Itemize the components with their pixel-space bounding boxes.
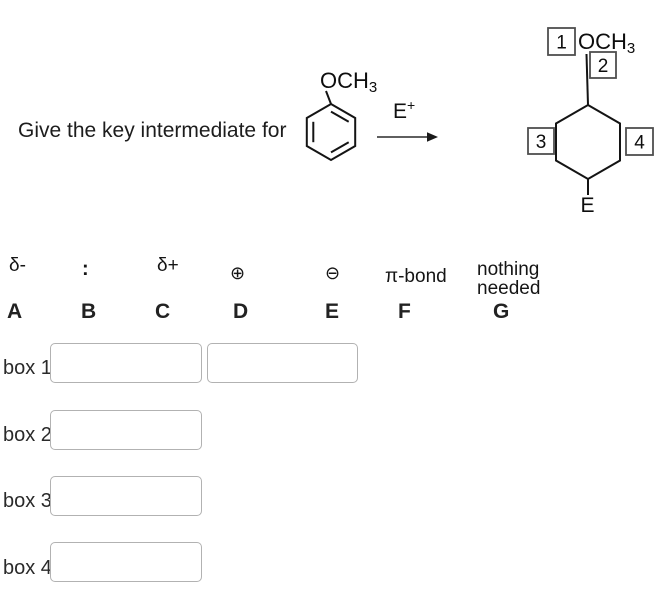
answer-input-box2[interactable] [50,410,202,450]
benzene-ring [305,102,357,162]
reactant-och3-label: OCH3 [320,68,377,96]
product-structure: 1 OCH3 2 3 4 E [527,27,654,216]
answer-input-box3[interactable] [50,476,202,516]
reactant-structure: OCH3 [305,68,377,162]
option-letter-d: D [233,300,249,323]
option-symbol-e: ⊖ [325,263,341,283]
option-letter-e: E [325,300,340,323]
benzene-double-bond-bottomright [330,141,350,154]
position-box-1 [547,27,576,56]
position-box-2 [589,51,617,79]
answer-row-1-label: box 1 [3,357,52,379]
reagent-label: E+ [393,97,416,123]
option-symbol-d: ⊕ [230,263,246,283]
answer-row-2-label: box 2 [3,424,52,446]
option-letter-b: B [81,300,97,323]
product-och3-label: OCH3 [578,29,635,57]
answer-input-box1-first[interactable] [50,343,202,383]
answer-row-4-label: box 4 [3,557,52,579]
question-prompt: Give the key intermediate for [18,119,287,142]
product-e-label: E [580,194,594,216]
position-box-4 [625,127,654,156]
position-box-3 [527,127,555,155]
benzene-double-bond-topright [330,110,350,123]
option-symbol-f: π-bond [385,266,447,287]
option-letter-a: A [7,300,23,323]
option-symbol-a: δ- [9,255,26,276]
option-symbol-b: : [82,258,89,280]
position-box-4-number: 4 [634,133,645,154]
product-substituent-bond [585,53,589,106]
product-ring [555,103,621,181]
answer-input-box1-second[interactable] [207,343,358,383]
position-box-2-number: 2 [598,56,609,77]
answer-input-box4[interactable] [50,542,202,582]
reaction-arrow [377,132,438,142]
option-symbol-g: nothing needed [477,259,541,299]
option-letter-g: G [493,300,510,323]
option-letter-f: F [398,300,411,323]
option-symbol-c: δ+ [157,255,179,276]
reactant-substituent-bond [325,90,332,105]
answer-row-3-label: box 3 [3,490,52,512]
arrow-head [427,132,438,142]
position-box-3-number: 3 [536,132,547,153]
option-letter-c: C [155,300,171,323]
position-box-1-number: 1 [556,33,567,54]
